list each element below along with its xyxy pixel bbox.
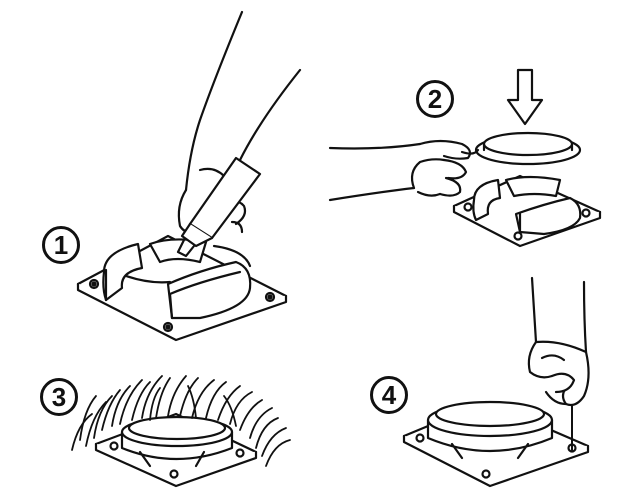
step-1-illustration xyxy=(76,10,302,342)
step-3-illustration xyxy=(71,375,291,488)
step-2-badge: 2 xyxy=(416,80,454,118)
step-4-covered-ring xyxy=(426,400,554,460)
step-4-illustration xyxy=(402,276,590,488)
down-arrow-icon xyxy=(506,68,544,126)
step-4-badge: 4 xyxy=(370,376,408,414)
step-2-cover-disc xyxy=(474,131,582,166)
step-4-arm xyxy=(527,276,590,407)
step-2-arm xyxy=(328,139,480,202)
step-2-ring-segments xyxy=(472,175,582,236)
grass-blades xyxy=(71,375,291,467)
step-1-glue-tube xyxy=(176,156,262,258)
step-3-badge: 3 xyxy=(40,378,78,416)
step-1-badge: 1 xyxy=(42,226,80,264)
step-3-covered-ring xyxy=(120,415,234,468)
step-2-illustration xyxy=(328,68,602,248)
